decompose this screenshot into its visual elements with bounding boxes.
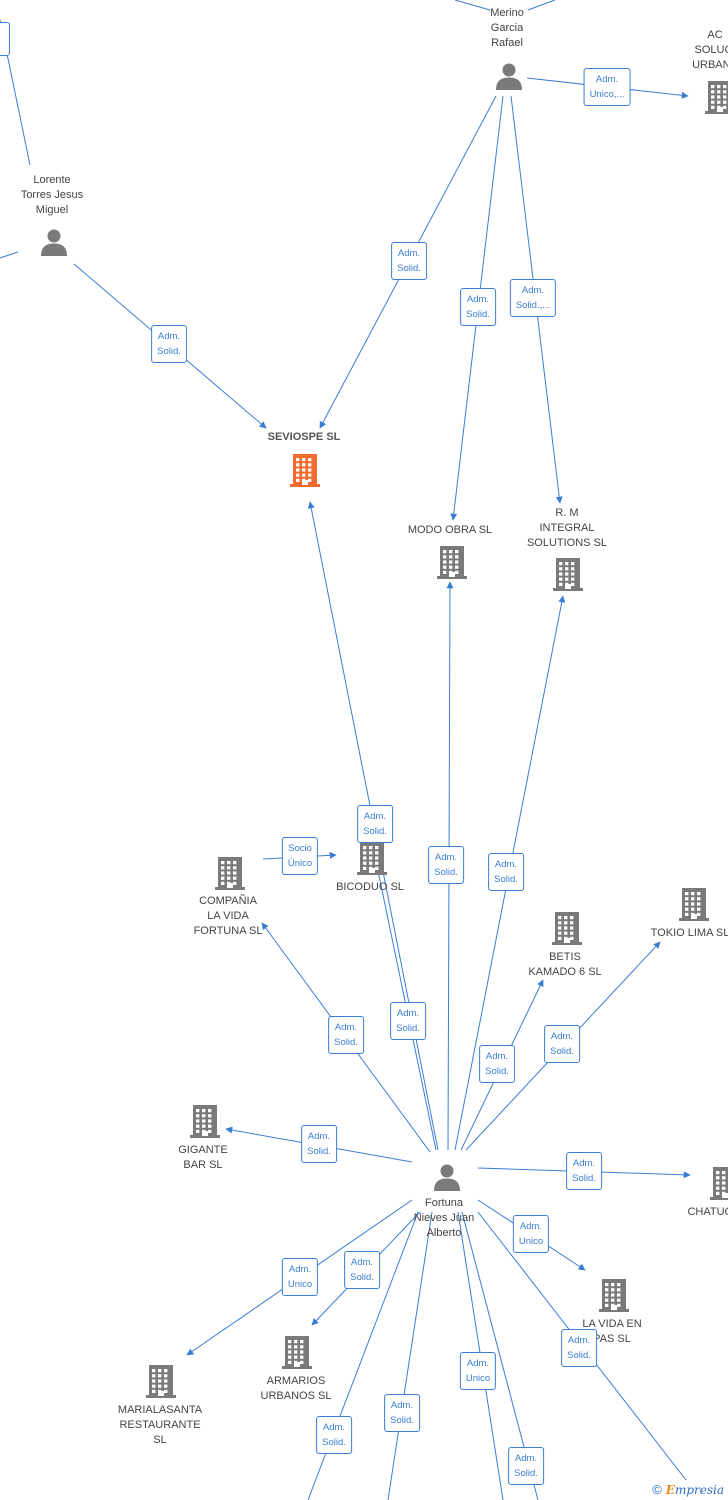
edge-label-fortuna-off-bottom-right[interactable]: Adm. Solid.: [561, 1329, 597, 1367]
edge-partial-3: [0, 251, 19, 259]
edge-partial-0: [454, 0, 491, 11]
building-icon-modo[interactable]: [436, 545, 468, 584]
edge-label-fortuna-gigante[interactable]: Adm. Solid.: [301, 1125, 337, 1163]
node-label-chatuc[interactable]: CHATUC: [687, 1206, 728, 1218]
node-label-compania[interactable]: COMPAÑIA LA VIDA FORTUNA SL: [193, 895, 263, 937]
node-label-bicoduo[interactable]: BICODUO SL: [336, 881, 404, 893]
footer-brand[interactable]: © Empresia: [652, 1482, 724, 1497]
node-label-seviospe[interactable]: SEVIOSPE SL: [267, 431, 341, 443]
node-label-acsu[interactable]: AC SOLUCI URBANA: [692, 29, 728, 71]
building-icon-chatuc[interactable]: [709, 1166, 728, 1205]
node-label-betis[interactable]: BETIS KAMADO 6 SL: [528, 951, 602, 978]
edge-label-merino-modo[interactable]: Adm. Solid.: [460, 288, 496, 326]
edge-label-fortuna-armarios[interactable]: Adm. Solid.: [344, 1251, 380, 1289]
edge-label-merino-acsu[interactable]: Adm. Unico,...: [583, 68, 631, 106]
edge-fortuna-off-bottom-d: [387, 1211, 433, 1500]
building-icon-bicoduo[interactable]: [356, 841, 388, 880]
building-icon-seviospe[interactable]: [289, 453, 321, 492]
edge-label-fortuna-off-bottom-a[interactable]: Adm. Unico: [459, 1352, 497, 1390]
edge-label-fortuna-betis[interactable]: Adm. Solid.: [479, 1045, 515, 1083]
brand-logo: Empresia: [665, 1482, 724, 1497]
copyright-symbol: ©: [652, 1482, 662, 1497]
edge-partial-1: [527, 0, 556, 11]
edge-label-fortuna-off-bottom-c[interactable]: Adm. Solid.: [316, 1416, 352, 1454]
person-icon-lorente[interactable]: [39, 227, 69, 262]
edge-label-merino-rm[interactable]: Adm. Solid.,...: [509, 279, 557, 317]
building-icon-betis[interactable]: [551, 911, 583, 950]
edge-label-merino-seviospe[interactable]: Adm. Solid.: [391, 242, 427, 280]
node-label-modo[interactable]: MODO OBRA SL: [407, 524, 493, 536]
node-label-lorente[interactable]: Lorente Torres Jesus Miguel: [20, 174, 84, 216]
edge-label-partial: [0, 22, 10, 56]
building-icon-acsu[interactable]: [704, 80, 728, 119]
edge-label-fortuna-lavida[interactable]: Adm. Unico: [512, 1215, 550, 1253]
edge-label-fortuna-compania[interactable]: Adm. Solid.: [328, 1016, 364, 1054]
node-label-armarios[interactable]: ARMARIOS URBANOS SL: [260, 1375, 332, 1402]
edge-label-fortuna-bicoduo[interactable]: Adm. Solid.: [390, 1002, 426, 1040]
building-icon-gigante[interactable]: [189, 1104, 221, 1143]
node-label-tokio[interactable]: TOKIO LIMA SL: [650, 927, 728, 939]
edge-label-lorente-seviospe[interactable]: Adm. Solid.: [151, 325, 187, 363]
edge-label-fortuna-off-bottom-b[interactable]: Adm. Solid.: [508, 1447, 544, 1485]
edge-label-fortuna-modo[interactable]: Adm. Solid.: [428, 846, 464, 884]
edge-label-fortuna-chatuc[interactable]: Adm. Solid.: [566, 1152, 602, 1190]
building-icon-compania[interactable]: [214, 856, 246, 895]
edge-label-fortuna-rm[interactable]: Adm. Solid.: [488, 853, 524, 891]
node-label-marialasanta[interactable]: MARIALASANTA RESTAURANTE SL: [117, 1404, 203, 1446]
edge-label-fortuna-marialasanta[interactable]: Adm. Unico: [281, 1258, 319, 1296]
node-label-merino[interactable]: Merino Garcia Rafael: [490, 7, 524, 49]
building-icon-marialasanta[interactable]: [145, 1364, 177, 1403]
edge-label-fortuna-off-bottom-d[interactable]: Adm. Solid.: [384, 1394, 420, 1432]
person-icon-merino[interactable]: [494, 61, 524, 96]
building-icon-rm[interactable]: [552, 557, 584, 596]
node-label-lavida[interactable]: LA VIDA EN PAS SL: [582, 1318, 642, 1345]
person-icon-fortuna[interactable]: [432, 1162, 462, 1197]
building-icon-lavida[interactable]: [598, 1278, 630, 1317]
node-label-fortuna[interactable]: Fortuna Nieves Juan Alberto: [413, 1197, 475, 1239]
node-label-gigante[interactable]: GIGANTE BAR SL: [178, 1144, 228, 1171]
building-icon-tokio[interactable]: [678, 887, 710, 926]
edge-label-fortuna-tokio[interactable]: Adm. Solid.: [544, 1025, 580, 1063]
building-icon-armarios[interactable]: [281, 1335, 313, 1374]
edge-label-fortuna-seviospe[interactable]: Adm. Solid.: [357, 805, 393, 843]
edge-label-compania-bicoduo[interactable]: Socio Único: [281, 837, 319, 875]
node-label-rm[interactable]: R. M INTEGRAL SOLUTIONS SL: [526, 507, 608, 549]
